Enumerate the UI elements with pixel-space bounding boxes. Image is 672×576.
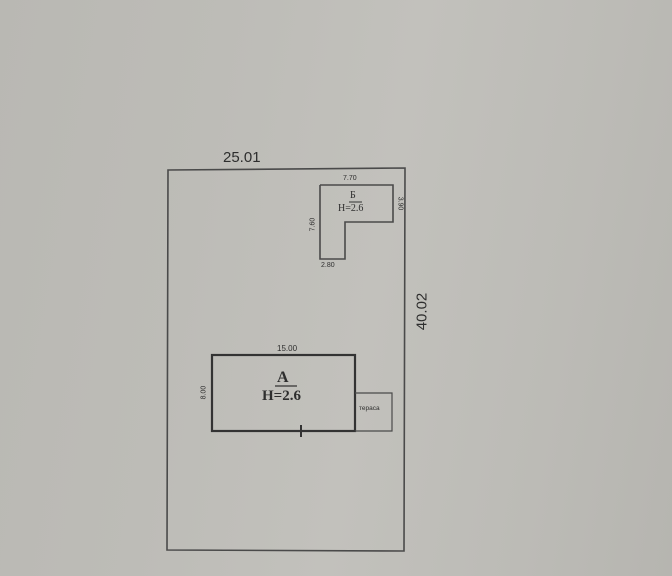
- building-b-left-dimension: 7.60: [309, 217, 317, 232]
- building-a-name: А: [277, 369, 289, 386]
- building-b-right-dimension: 3.90: [396, 196, 404, 211]
- building-a-height: H=2.6: [262, 388, 301, 404]
- plot-height-label: 40.02: [413, 292, 431, 331]
- building-b-bottom-dimension: 2.80: [321, 262, 335, 269]
- building-b-top-dimension: 7.70: [343, 175, 357, 182]
- building-a-depth-dimension: 8.00: [200, 385, 208, 400]
- building-b-height: H=2.6: [338, 203, 364, 214]
- building-b-name: Б: [350, 190, 356, 201]
- building-b-outline: [319, 184, 394, 260]
- building-a-width-dimension: 15.00: [277, 344, 298, 353]
- plot-width-label: 25.01: [223, 149, 261, 166]
- plot-boundary: [166, 167, 406, 552]
- terrace-outline: [355, 392, 393, 432]
- terrace-label: тераса: [359, 405, 380, 412]
